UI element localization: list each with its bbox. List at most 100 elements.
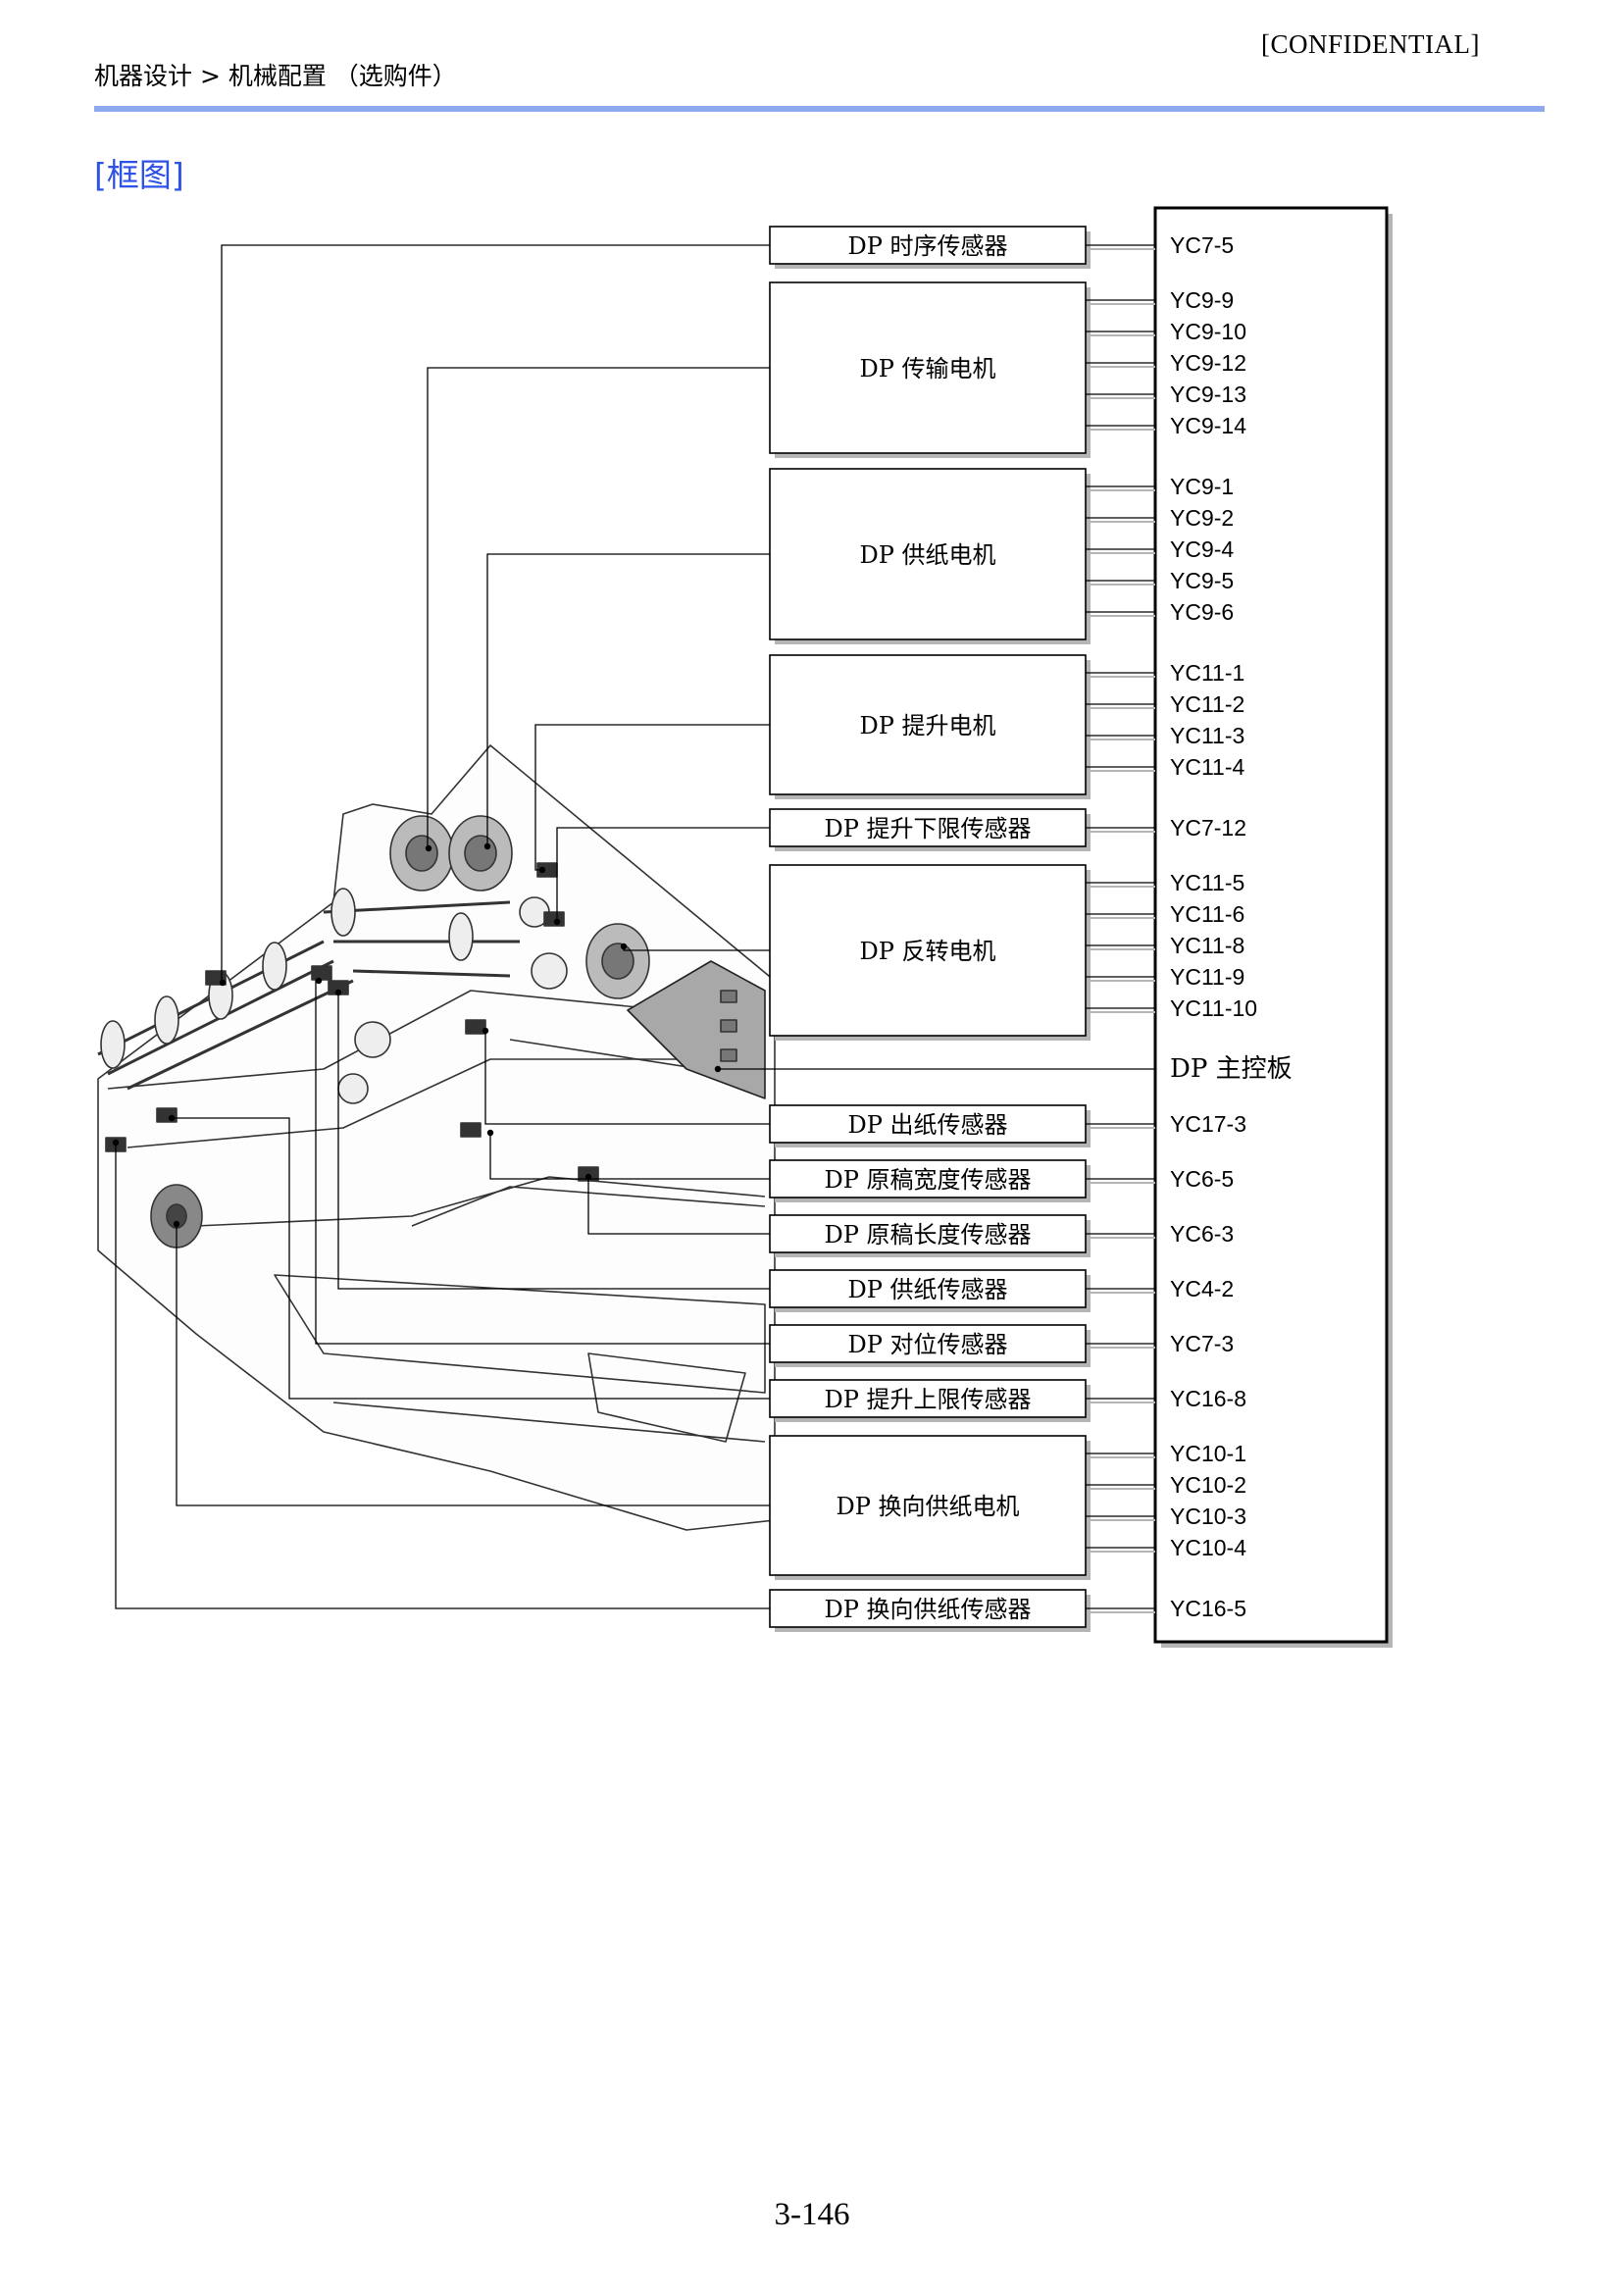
component-label: DP 对位传感器 <box>847 1331 1007 1358</box>
component-label: DP 供纸传感器 <box>847 1276 1007 1303</box>
connector-pin-label: YC11-10 <box>1170 995 1257 1021</box>
component-box <box>769 654 1087 795</box>
component-label: DP 换向供纸传感器 <box>824 1596 1031 1623</box>
connector-pin-label: YC9-5 <box>1170 568 1234 593</box>
leader-line <box>534 724 770 871</box>
connector-pin-label: YC9-1 <box>1170 474 1234 499</box>
main-board-block: DP 主控板 <box>1153 206 1393 1648</box>
connector-pin-label: YC4-2 <box>1170 1276 1234 1301</box>
leader-dot <box>425 844 432 852</box>
leader-dot <box>538 866 546 874</box>
connector-pin-label: YC17-3 <box>1170 1111 1246 1137</box>
component-label: DP 原稿宽度传感器 <box>824 1166 1031 1194</box>
page-number: 3-146 <box>774 2197 850 2232</box>
component-block: DP 提升下限传感器 YC7-12 <box>769 808 1246 851</box>
connector-pin-label: YC11-4 <box>1170 754 1244 780</box>
component-block: DP 原稿宽度传感器 YC6-5 <box>769 1159 1234 1202</box>
leader-line <box>172 1117 770 1400</box>
connector-pin-label: YC9-9 <box>1170 287 1234 313</box>
leader-dot <box>112 1139 120 1147</box>
leader-line <box>176 1224 770 1506</box>
leader-dot <box>714 1065 722 1073</box>
leader-line <box>486 553 770 846</box>
connector-pin-label: YC11-5 <box>1170 870 1244 895</box>
component-box <box>769 1104 1087 1144</box>
component-block: DP 出纸传感器 YC17-3 <box>769 1104 1246 1147</box>
breadcrumb: 机器设计 > 机械配置 （选购件） <box>94 62 457 90</box>
connector-pin-label: YC9-12 <box>1170 350 1246 376</box>
leader-line <box>115 1143 770 1609</box>
component-box <box>769 1159 1087 1198</box>
connector-pin-label: YC6-3 <box>1170 1221 1234 1247</box>
component-box <box>769 1214 1087 1253</box>
component-label: DP 传输电机 <box>859 355 995 382</box>
connector-pin-label: YC11-3 <box>1170 723 1244 748</box>
leader-line <box>556 827 770 922</box>
main-board-label: DP 主控板 <box>1170 1054 1293 1084</box>
leader-dot <box>620 943 628 950</box>
component-block: DP 供纸传感器 YC4-2 <box>769 1269 1234 1312</box>
connector-pin-label: YC9-14 <box>1170 413 1246 438</box>
leader-line <box>337 993 770 1290</box>
connector-pin-label: YC9-6 <box>1170 599 1234 625</box>
connector-pin-label: YC10-4 <box>1170 1535 1246 1560</box>
connector-pin-label: YC10-2 <box>1170 1472 1246 1498</box>
main-board-frame <box>1153 206 1389 1644</box>
component-label: DP 反转电机 <box>859 938 995 965</box>
connector-pin-label: YC16-8 <box>1170 1386 1246 1411</box>
leader-dot <box>219 979 227 987</box>
connector-pin-label: YC11-2 <box>1170 691 1244 717</box>
leader-dot <box>486 1129 494 1137</box>
connector-pin-label: YC9-2 <box>1170 505 1234 531</box>
leader-dot <box>173 1220 180 1228</box>
connector-pin-label: YC10-1 <box>1170 1441 1246 1466</box>
leader-line <box>489 1133 770 1180</box>
connector-pin-label: YC11-9 <box>1170 964 1244 990</box>
connector-pin-label: YC11-6 <box>1170 901 1244 927</box>
component-block: DP 提升上限传感器 YC16-8 <box>769 1379 1246 1422</box>
leader-dot <box>584 1173 592 1181</box>
component-label: DP 提升上限传感器 <box>824 1386 1031 1413</box>
connector-pin-label: YC16-5 <box>1170 1596 1246 1621</box>
component-label: DP 供纸电机 <box>859 541 995 569</box>
leader-line <box>484 1031 770 1125</box>
component-label: DP 换向供纸电机 <box>836 1493 1019 1520</box>
component-box <box>769 468 1087 640</box>
component-box <box>769 1269 1087 1308</box>
component-block: DP 对位传感器 YC7-3 <box>769 1324 1234 1367</box>
component-label: DP 提升电机 <box>859 712 995 739</box>
connector-pin-label: YC7-5 <box>1170 232 1234 258</box>
leader-dot <box>483 842 491 850</box>
component-block: DP 换向供纸传感器 YC16-5 <box>769 1589 1246 1632</box>
document-processor-illustration <box>97 744 776 1531</box>
leader-dot <box>334 989 342 996</box>
component-label: DP 提升下限传感器 <box>824 815 1031 842</box>
connector-pin-label: YC6-5 <box>1170 1166 1234 1192</box>
connector-pin-label: YC9-4 <box>1170 536 1234 562</box>
leader-dot <box>553 918 561 926</box>
component-box <box>769 864 1087 1037</box>
component-box <box>769 226 1087 265</box>
component-box <box>769 1435 1087 1576</box>
confidential-label: [CONFIDENTIAL] <box>1261 29 1480 59</box>
connector-pin-label: YC10-3 <box>1170 1504 1246 1529</box>
component-label: DP 出纸传感器 <box>847 1111 1007 1139</box>
leader-dot <box>168 1114 176 1122</box>
connector-pin-label: YC7-3 <box>1170 1331 1234 1356</box>
header-divider <box>94 106 1545 112</box>
connector-pin-label: YC11-8 <box>1170 933 1244 958</box>
component-box <box>769 1379 1087 1418</box>
component-box <box>769 1324 1087 1363</box>
connector-pin-label: YC9-13 <box>1170 382 1246 407</box>
connector-pin-label: YC7-12 <box>1170 815 1246 841</box>
connector-pin-label: YC11-1 <box>1170 660 1244 686</box>
